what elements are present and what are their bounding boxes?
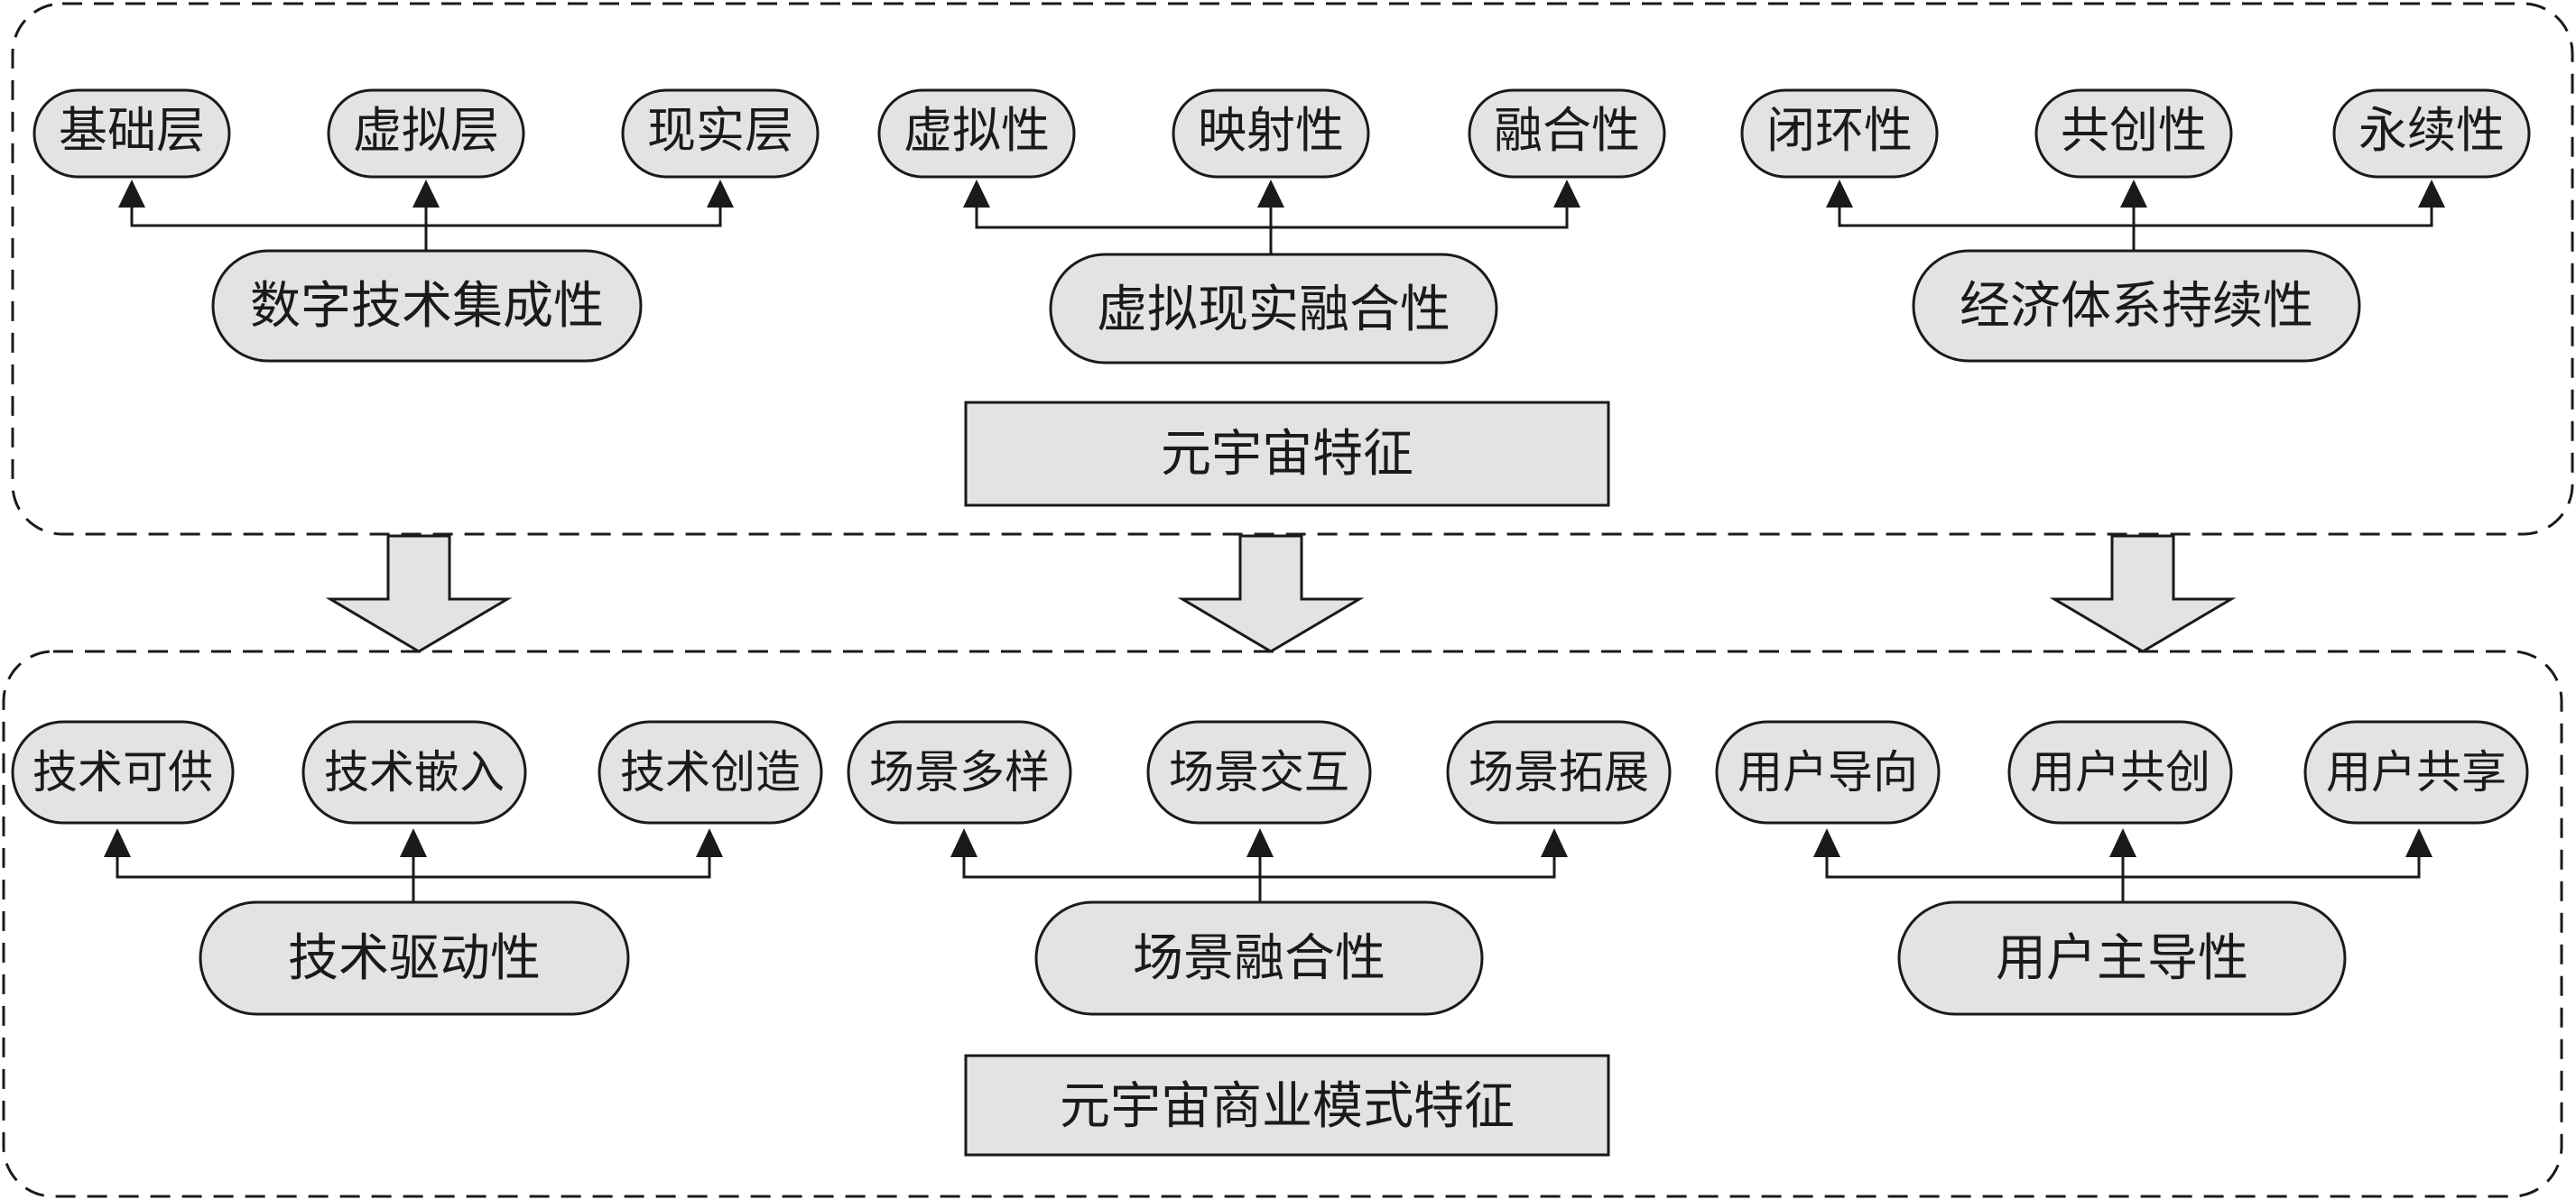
bottom-group-2-connector	[962, 853, 1556, 902]
bottom-group-2-child-1-label: 场景多样	[869, 746, 1050, 798]
top-group-2-child-3	[1468, 88, 1666, 179]
top-section-title-box	[964, 401, 1610, 507]
bottom-group-1-child-3-label: 技术创造	[620, 746, 801, 798]
down-arrow-2	[1177, 534, 1365, 653]
top-group-1-child-3	[621, 88, 820, 179]
top-group-3-child-2	[2034, 88, 2233, 179]
down-arrow-1	[325, 534, 513, 653]
bottom-group-1-child-2-label: 技术嵌入	[324, 746, 505, 798]
top-group-1-arrowhead-3	[707, 180, 734, 208]
bottom-group-2-child-2	[1146, 720, 1372, 825]
bottom-section-title-box	[964, 1054, 1610, 1157]
top-group-3-child-3-label: 永续性	[2358, 102, 2505, 159]
bottom-group-1-child-3	[598, 720, 823, 825]
bottom-group-1-connector	[116, 853, 711, 902]
bottom-section: 技术可供 技术嵌入 技术创造 技术驱动性 场景多样 场景交互 场景拓展	[2, 650, 2563, 1198]
top-group-1-label: 数字技术集成性	[250, 277, 604, 336]
top-group-3-child-1	[1740, 88, 1939, 179]
bottom-group-1-arrowhead-3	[696, 828, 723, 857]
bottom-group-3-arrowhead-3	[2405, 828, 2432, 857]
bottom-group-2-arrowhead-3	[1541, 828, 1568, 857]
top-group-1-node	[211, 249, 643, 363]
bottom-group-2-child-2-label: 场景交互	[1169, 746, 1349, 798]
top-group-2-child-1	[877, 88, 1076, 179]
top-group-1-connector	[130, 203, 722, 251]
top-group-1-arrowhead-2	[412, 180, 440, 208]
bottom-group-3-node	[1897, 900, 2347, 1016]
bottom-group-2: 场景多样 场景交互 场景拓展 场景融合性	[847, 720, 1672, 1016]
top-group-3-child-1-label: 闭环性	[1766, 102, 1913, 159]
top-group-2-connector	[975, 203, 1569, 254]
top-group-3-arrowhead-3	[2418, 180, 2445, 208]
top-group-3-node	[1912, 249, 2361, 363]
top-section-title: 元宇宙特征	[1161, 425, 1413, 484]
top-group-1: 基础层 虚拟层 现实层 数字技术集成性	[32, 88, 820, 363]
top-group-2-child-1-label: 虚拟性	[903, 102, 1050, 159]
bottom-group-1: 技术可供 技术嵌入 技术创造 技术驱动性	[11, 720, 823, 1016]
top-group-3: 闭环性 共创性 永续性 经济体系持续性	[1740, 88, 2531, 363]
transition-arrows	[325, 534, 2237, 653]
top-group-2-arrowhead-2	[1257, 180, 1284, 208]
bottom-section-frame	[2, 650, 2563, 1198]
top-group-3-label: 经济体系持续性	[1960, 277, 2313, 336]
top-group-2-arrowhead-3	[1553, 180, 1580, 208]
bottom-section-title: 元宇宙商业模式特征	[1060, 1077, 1515, 1136]
top-group-1-child-1	[32, 88, 231, 179]
top-group-1-child-2-label: 虚拟层	[353, 102, 499, 159]
top-group-2-node	[1049, 253, 1498, 365]
bottom-group-3-child-2	[2007, 720, 2233, 825]
bottom-group-1-node	[199, 900, 630, 1016]
bottom-group-3-child-3-label: 用户共享	[2326, 746, 2507, 798]
bottom-group-1-label: 技术驱动性	[288, 929, 541, 988]
bottom-group-2-label: 场景融合性	[1133, 929, 1385, 988]
top-group-3-child-3	[2332, 88, 2531, 179]
bottom-group-3-label: 用户主导性	[1996, 929, 2248, 988]
top-group-3-arrowhead-2	[2120, 180, 2147, 208]
top-group-2-child-2-label: 映射性	[1198, 102, 1344, 159]
bottom-group-2-node	[1034, 900, 1484, 1016]
top-group-2-arrowhead-1	[963, 180, 990, 208]
bottom-group-1-child-2	[301, 720, 527, 825]
bottom-group-2-child-3-label: 场景拓展	[1469, 746, 1649, 798]
bottom-group-1-child-1-label: 技术可供	[32, 746, 213, 798]
bottom-group-3-connector	[1825, 853, 2421, 902]
top-group-1-child-1-label: 基础层	[59, 102, 205, 159]
bottom-group-3-arrowhead-2	[2109, 828, 2136, 857]
top-group-2-child-2	[1172, 88, 1370, 179]
top-section: 基础层 虚拟层 现实层 数字技术集成性 虚拟性 映射性 融合性 虚	[11, 2, 2574, 536]
bottom-group-3-child-2-label: 用户共创	[2030, 746, 2210, 798]
top-group-2: 虚拟性 映射性 融合性 虚拟现实融合性	[877, 88, 1666, 365]
bottom-group-3-child-3	[2303, 720, 2529, 825]
bottom-group-3-child-1-label: 用户导向	[1737, 746, 1918, 798]
bottom-group-2-child-1	[847, 720, 1072, 825]
top-group-3-arrowhead-1	[1826, 180, 1853, 208]
bottom-group-1-child-1	[11, 720, 235, 825]
down-arrow-3	[2049, 534, 2237, 653]
bottom-group-1-arrowhead-1	[104, 828, 131, 857]
top-section-frame	[11, 2, 2574, 536]
bottom-group-2-child-3	[1446, 720, 1672, 825]
bottom-group-3-child-1	[1715, 720, 1941, 825]
bottom-group-2-arrowhead-2	[1246, 828, 1274, 857]
bottom-group-3-arrowhead-1	[1813, 828, 1840, 857]
top-group-3-child-2-label: 共创性	[2061, 102, 2207, 159]
top-group-1-arrowhead-1	[118, 180, 145, 208]
top-group-1-child-2	[327, 88, 525, 179]
bottom-group-1-arrowhead-2	[400, 828, 427, 857]
top-group-3-connector	[1838, 203, 2433, 251]
top-group-2-child-3-label: 融合性	[1494, 102, 1640, 159]
bottom-group-3: 用户导向 用户共创 用户共享 用户主导性	[1715, 720, 2529, 1016]
top-group-2-label: 虚拟现实融合性	[1097, 281, 1450, 339]
top-group-1-child-3-label: 现实层	[647, 102, 793, 159]
bottom-group-2-arrowhead-1	[950, 828, 978, 857]
